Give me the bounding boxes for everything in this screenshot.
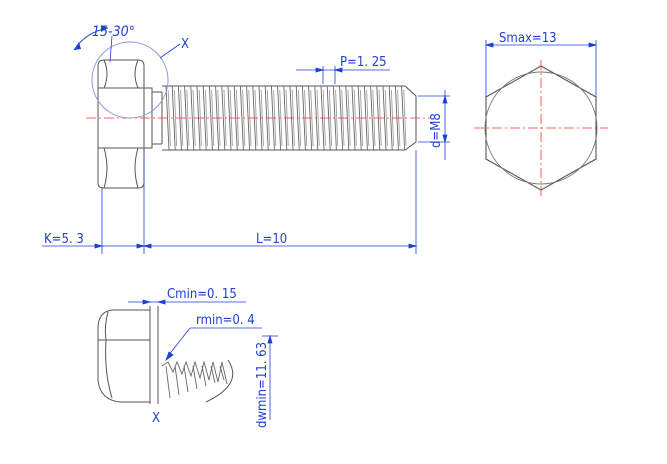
bolt-side-view — [86, 59, 430, 189]
pitch-label: P=1. 25 — [340, 55, 387, 70]
across-flats-dimension: Smax=13 — [484, 31, 598, 97]
detail-x-callout: X 15-30° — [73, 24, 189, 119]
across-flats-label: Smax=13 — [499, 31, 557, 46]
diameter-dimension: d=M8 — [418, 90, 450, 160]
pitch-dimension: P=1. 25 — [296, 55, 390, 84]
detail-thread-pattern — [161, 360, 228, 399]
diameter-label: d=M8 — [429, 113, 444, 148]
radius-min-label: rmin=0. 4 — [196, 313, 255, 328]
length-label: L=10 — [256, 232, 287, 247]
angle-label: 15-30° — [92, 24, 135, 40]
detail-dimensions: Cmin=0. 15 rmin=0. 4 dwmin=11. 63 — [128, 287, 278, 428]
detail-label: X — [152, 411, 160, 426]
head-height-label: K=5. 3 — [44, 232, 84, 247]
detail-marker-label: X — [181, 37, 189, 52]
hex-end-view — [474, 60, 608, 196]
bolt-head-side — [97, 59, 153, 189]
chamfer-min-label: Cmin=0. 15 — [167, 287, 237, 302]
bearing-dia-min-label: dwmin=11. 63 — [255, 342, 270, 428]
length-dimensions: K=5. 3 L=10 — [42, 150, 418, 254]
detail-x-view: X — [97, 306, 234, 426]
